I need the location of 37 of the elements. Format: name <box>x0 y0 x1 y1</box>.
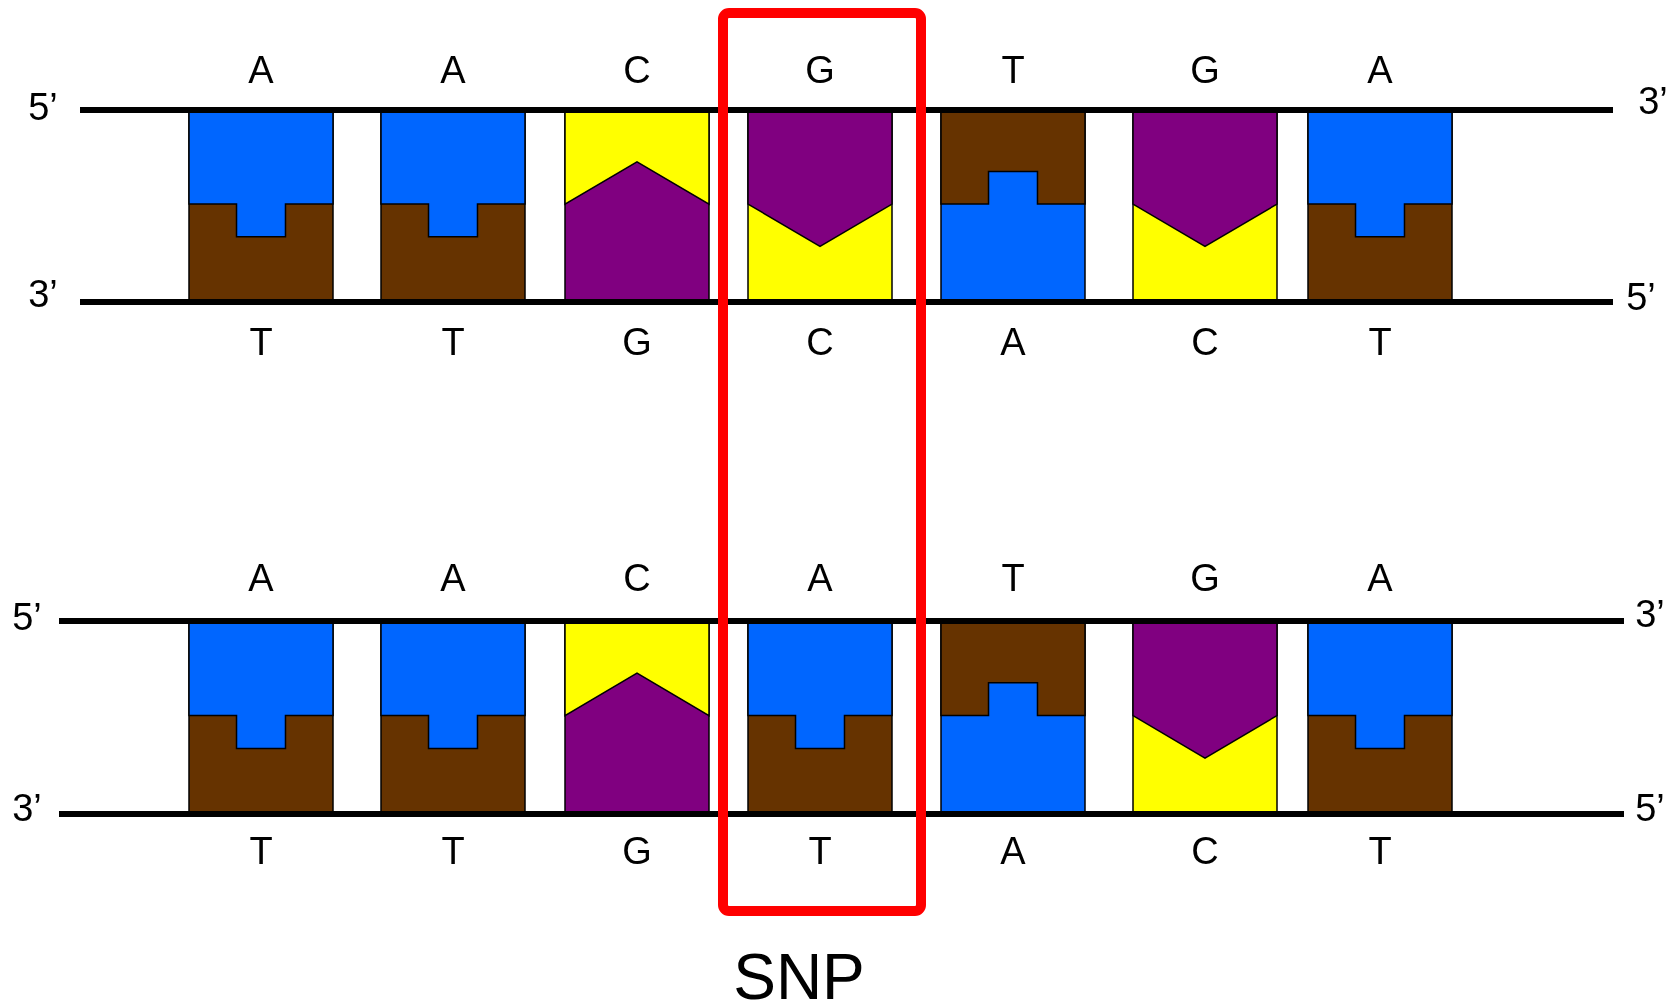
base-letter: G <box>805 51 835 89</box>
base-letter: A <box>807 559 833 597</box>
strand-end-label: 3’ <box>1638 82 1668 120</box>
base-letter: C <box>806 323 834 361</box>
base-letter: T <box>441 323 465 361</box>
base-letter: A <box>248 559 274 597</box>
strand-end-label: 5’ <box>1635 789 1665 827</box>
base-letter: A <box>1000 323 1026 361</box>
base-letter: A <box>440 51 466 89</box>
strand-end-label: 5’ <box>12 598 42 636</box>
base-letter: T <box>808 832 832 870</box>
base-letter: T <box>1368 323 1392 361</box>
base-letter: A <box>1000 832 1026 870</box>
base-letter: T <box>1001 51 1025 89</box>
strand-end-label: 5’ <box>28 88 58 126</box>
base-letter: T <box>1001 559 1025 597</box>
base-letter: G <box>622 323 652 361</box>
base-letter: G <box>622 832 652 870</box>
base-letter: A <box>440 559 466 597</box>
base-letter: T <box>1368 832 1392 870</box>
strand-end-label: 3’ <box>1635 595 1665 633</box>
base-letter: C <box>623 51 651 89</box>
base-letter: A <box>1367 51 1393 89</box>
base-letter: C <box>1191 832 1219 870</box>
base-letter: T <box>441 832 465 870</box>
base-letter: G <box>1190 51 1220 89</box>
base-letter: A <box>248 51 274 89</box>
base-letter: A <box>1367 559 1393 597</box>
base-letter: T <box>249 323 273 361</box>
strand-end-label: 3’ <box>12 789 42 827</box>
strand-end-label: 5’ <box>1626 278 1656 316</box>
strand-end-label: 3’ <box>28 275 58 313</box>
base-letter: C <box>1191 323 1219 361</box>
base-letter: G <box>1190 559 1220 597</box>
caption-label: SNP <box>733 945 865 1008</box>
base-letter: C <box>623 559 651 597</box>
base-letter: T <box>249 832 273 870</box>
